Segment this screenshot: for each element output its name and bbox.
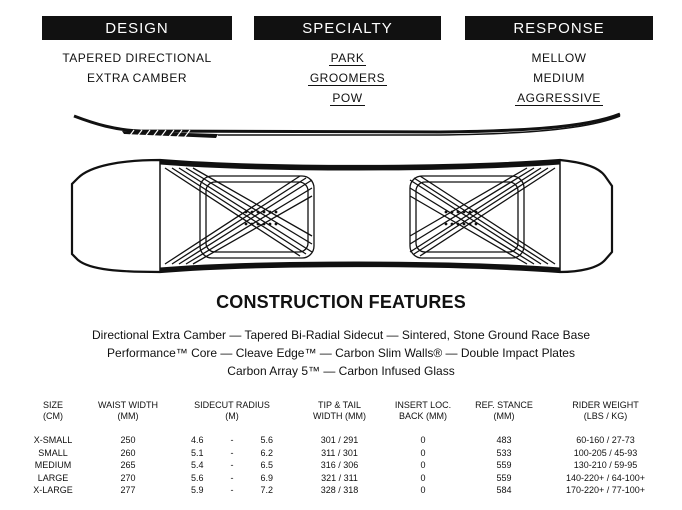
specialty-item-groomers: GROOMERS <box>307 71 388 86</box>
col-header-rider: RIDER WEIGHT(LBS / KG) <box>572 400 639 421</box>
specialty-item-pow: POW <box>330 91 365 106</box>
cell-insert: 0 <box>420 472 426 483</box>
specialty-list: PARK GROOMERS POW <box>254 48 441 108</box>
cell-stance: 559 <box>496 460 512 470</box>
design-item: TAPERED DIRECTIONAL <box>62 51 212 65</box>
col-header-stance: REF. STANCE(MM) <box>475 400 533 421</box>
table-header-row: SIZE(CM) WAIST WIDTH(MM) SIDECUT RADIUS(… <box>22 400 662 434</box>
col-header-insert: INSERT LOC.BACK (MM) <box>394 400 452 421</box>
feature-line: Performance™ Core — Cleave Edge™ — Carbo… <box>107 346 575 360</box>
col-header-waist: WAIST WIDTH(MM) <box>98 400 158 421</box>
feature-line: Carbon Array 5™ — Carbon Infused Glass <box>227 364 455 378</box>
cell-rider: 100-205 / 45-93 <box>573 447 638 458</box>
cell-waist: 265 <box>120 460 136 470</box>
cell-sidecut: 5.4-6.5 <box>191 460 273 470</box>
cell-insert: 0 <box>420 460 426 470</box>
cell-stance: 559 <box>496 472 512 483</box>
design-header-label: DESIGN <box>105 19 169 37</box>
cell-size: MEDIUM <box>34 460 72 470</box>
cell-sidecut: 4.6-5.6 <box>191 435 273 445</box>
specialty-item-park: PARK <box>328 51 367 66</box>
cell-waist: 260 <box>120 447 136 458</box>
snowboard-illustration <box>70 112 621 274</box>
cell-sidecut: 5.1-6.2 <box>191 447 273 458</box>
cell-tiptail: 316 / 306 <box>320 460 359 470</box>
cell-tiptail: 301 / 291 <box>320 435 359 445</box>
response-header-label: RESPONSE <box>513 19 605 37</box>
cell-rider: 170-220+ / 77-100+ <box>565 485 646 495</box>
table-row: MEDIUM 265 5.4-6.5 316 / 306 0 559 130-2… <box>22 459 662 472</box>
cell-insert: 0 <box>420 435 426 445</box>
cell-waist: 250 <box>120 435 136 445</box>
col-header-size: SIZE(CM) <box>42 400 63 421</box>
construction-title: CONSTRUCTION FEATURES <box>216 292 466 312</box>
specs-table: SIZE(CM) WAIST WIDTH(MM) SIDECUT RADIUS(… <box>22 400 662 497</box>
cell-size: SMALL <box>38 447 68 458</box>
response-list: MELLOW MEDIUM AGGRESSIVE <box>465 48 653 108</box>
cell-stance: 533 <box>496 447 512 458</box>
cell-waist: 277 <box>120 485 136 495</box>
cell-stance: 483 <box>496 435 512 445</box>
response-item-medium: MEDIUM <box>533 71 585 85</box>
cell-insert: 0 <box>420 447 426 458</box>
table-row: LARGE 270 5.6-6.9 321 / 311 0 559 140-22… <box>22 472 662 485</box>
cell-tiptail: 328 / 318 <box>320 485 359 495</box>
cell-stance: 584 <box>496 485 512 495</box>
response-item-mellow: MELLOW <box>531 51 587 65</box>
cell-size: LARGE <box>37 472 69 483</box>
table-row: X-SMALL 250 4.6-5.6 301 / 291 0 483 60-1… <box>22 434 662 447</box>
cell-rider: 140-220+ / 64-100+ <box>565 472 646 483</box>
design-item: EXTRA CAMBER <box>86 71 188 85</box>
table-row: X-LARGE 277 5.9-7.2 328 / 318 0 584 170-… <box>22 484 662 497</box>
specialty-header-label: SPECIALTY <box>302 19 393 37</box>
specialty-header: SPECIALTY <box>254 16 441 40</box>
cell-sidecut: 5.9-7.2 <box>191 485 273 495</box>
design-list: TAPERED DIRECTIONAL EXTRA CAMBER <box>42 48 232 88</box>
design-header: DESIGN <box>42 16 232 40</box>
cell-size: X-LARGE <box>33 485 73 495</box>
cell-waist: 270 <box>120 472 136 483</box>
table-row: SMALL 260 5.1-6.2 311 / 301 0 533 100-20… <box>22 447 662 460</box>
cell-tiptail: 321 / 311 <box>321 472 358 483</box>
board-topview <box>70 158 614 274</box>
response-item-aggressive: AGGRESSIVE <box>515 91 603 106</box>
feature-line: Directional Extra Camber — Tapered Bi-Ra… <box>91 328 591 342</box>
col-header-sidecut: SIDECUT RADIUS(M) <box>194 400 270 421</box>
response-header: RESPONSE <box>465 16 653 40</box>
cell-sidecut: 5.6-6.9 <box>191 472 273 483</box>
cell-rider: 60-160 / 27-73 <box>576 435 635 445</box>
cell-size: X-SMALL <box>33 435 73 445</box>
cell-tiptail: 311 / 301 <box>321 447 358 458</box>
cell-insert: 0 <box>420 485 426 495</box>
cell-rider: 130-210 / 59-95 <box>573 460 638 470</box>
board-profile <box>73 112 621 139</box>
